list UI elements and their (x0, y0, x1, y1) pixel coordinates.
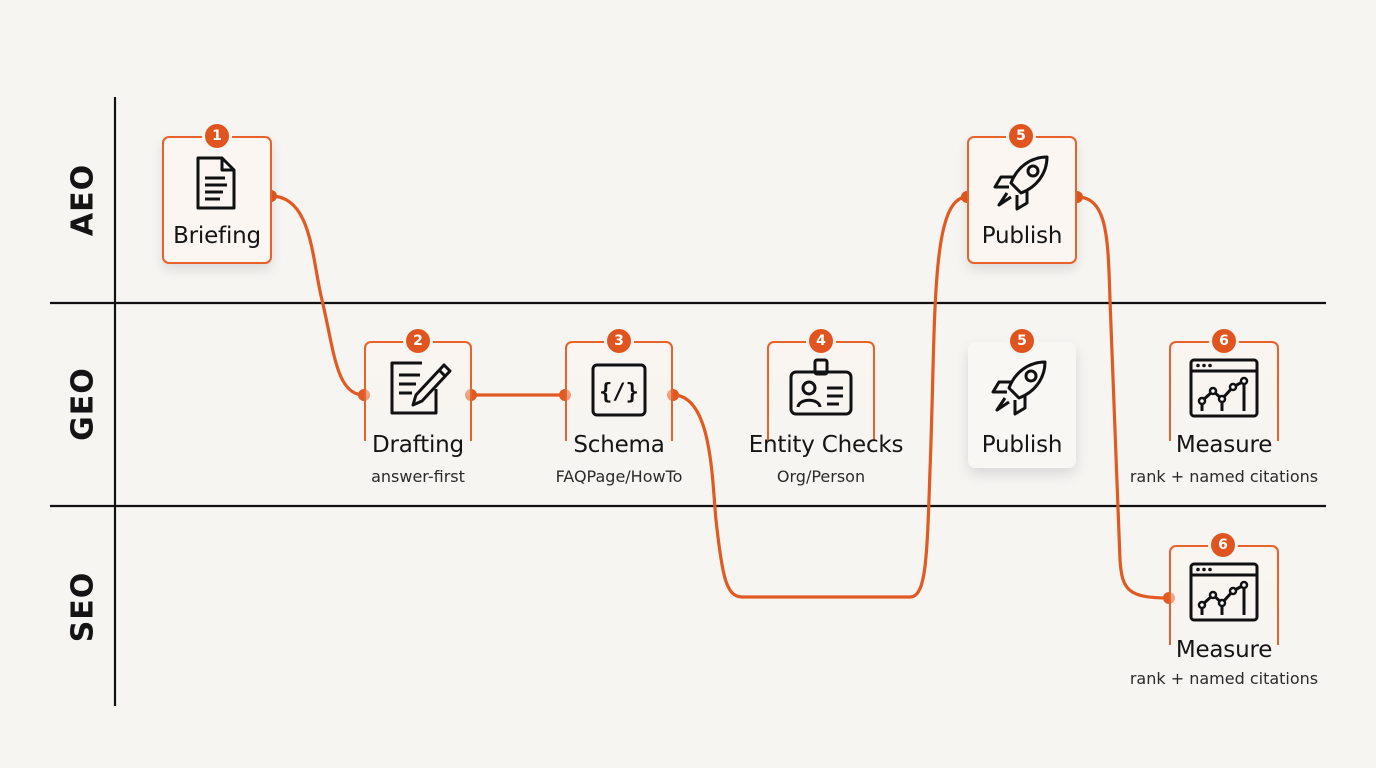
step-title-measure-geo: Measure (1175, 432, 1273, 458)
step-badge: 3 (607, 329, 631, 353)
connector-briefing-drafting (269, 194, 366, 397)
step-subtitle-measure-geo: rank + named citations (1129, 467, 1319, 486)
step-badge: 5 (1009, 124, 1033, 148)
step-title-briefing: Briefing (173, 223, 261, 249)
step-card-publish-aeo[interactable] (967, 136, 1077, 264)
step-subtitle-drafting: answer-first (371, 467, 465, 486)
analytics-chart-icon (1189, 358, 1259, 418)
step-subtitle-entity-checks: Org/Person (776, 467, 866, 486)
rocket-icon (993, 155, 1049, 211)
step-card-entity-checks[interactable] (767, 341, 875, 441)
step-badge: 5 (1010, 329, 1034, 353)
step-card-publish-geo[interactable] (968, 342, 1076, 468)
step-badge: 4 (809, 329, 833, 353)
lane-label-geo: GEO (65, 367, 101, 441)
step-title-drafting: Drafting (372, 432, 464, 458)
step-title-measure-seo: Measure (1175, 637, 1273, 663)
svg-text:{/}: {/} (599, 380, 639, 405)
step-title-publish-aeo: Publish (981, 223, 1063, 249)
step-card-measure-geo[interactable] (1169, 341, 1279, 441)
pencil-note-icon (390, 361, 452, 415)
step-badge: 1 (205, 124, 229, 148)
lane-label-aeo: AEO (65, 163, 101, 237)
step-badge: 2 (406, 329, 430, 353)
rocket-icon (991, 360, 1047, 416)
connector-schema-publish (671, 195, 969, 599)
step-badge: 6 (1211, 533, 1235, 557)
analytics-chart-icon (1189, 562, 1259, 622)
lane-label-seo: SEO (65, 571, 101, 643)
step-subtitle-measure-seo: rank + named citations (1129, 669, 1319, 688)
connector-publish-measure (1075, 195, 1171, 600)
code-brackets-icon: {/} (591, 363, 647, 417)
step-title-entity-checks: Entity Checks (748, 432, 904, 458)
step-title-publish-geo: Publish (981, 432, 1063, 458)
step-badge: 6 (1212, 329, 1236, 353)
id-badge-icon (789, 358, 853, 416)
document-icon (196, 156, 236, 210)
step-subtitle-schema: FAQPage/HowTo (555, 467, 683, 486)
step-title-schema: Schema (573, 432, 665, 458)
